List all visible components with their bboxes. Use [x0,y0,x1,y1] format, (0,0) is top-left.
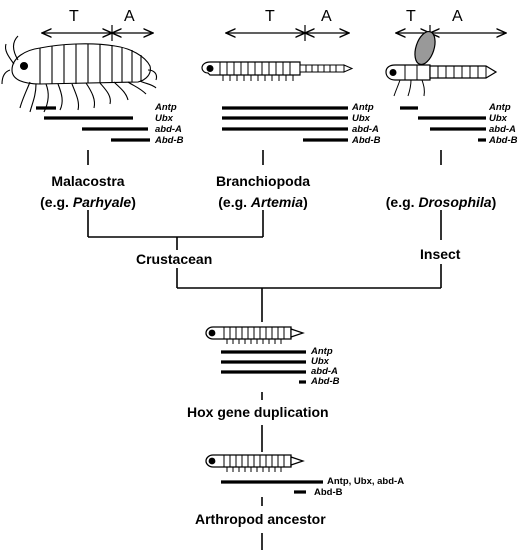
malaco-abdb-label: Abd-B [155,135,184,146]
branchio-thorax-label: T [265,8,275,25]
malacostraca-label: Malacostra (e.g. Parhyale) [18,171,158,213]
tree-lines [87,150,442,550]
ancestor-label: Arthropod ancestor [195,511,326,527]
malaco-abda-label: abd-A [155,124,182,135]
branchiopoda-name: Branchiopoda [215,173,311,189]
insect-example-label: (e.g. Drosophila) [366,192,516,213]
gene-bars [36,106,486,494]
duplication-larva-illustration [205,326,304,345]
branchiopoda-label: Branchiopoda (e.g. Artemia) [193,171,333,213]
malacostraca-name: Malacostra [51,173,125,189]
insect-example: (e.g. Drosophila) [385,194,497,210]
insect-thorax-label: T [406,8,416,25]
dup-antp-label: Antp [311,346,333,357]
branchio-antp-label: Antp [352,102,374,113]
dup-abdb-label: Abd-B [311,376,340,387]
malaco-thorax-label: T [69,8,79,25]
artemia-illustration [201,61,354,81]
insect-label: Insect [420,246,461,262]
dup-abda-label: abd-A [311,366,338,377]
branchio-abdb-label: Abd-B [352,135,381,146]
amphipod-illustration [1,35,158,113]
branchio-abdomen-label: A [321,8,332,25]
branchio-ubx-label: Ubx [352,113,370,124]
insect-abda-label: abd-A [489,124,516,135]
malaco-ubx-label: Ubx [155,113,173,124]
insect-abdomen-label: A [452,8,463,25]
dup-ubx-label: Ubx [311,356,329,367]
insect-abdb-label: Abd-B [489,135,518,146]
insect-antp-label: Antp [489,102,511,113]
ancestor-merged-label: Antp, Ubx, abd-A [327,476,405,487]
insect-ubx-label: Ubx [489,113,507,124]
malaco-abdomen-label: A [124,8,135,25]
ancestor-larva-illustration [205,454,304,473]
crustacean-label: Crustacean [136,251,213,267]
ancestor-abdb-label: Abd-B [314,487,343,498]
drosophila-illustration [385,30,498,97]
branchiopoda-example: (e.g. Artemia) [218,194,308,210]
duplication-label: Hox gene duplication [187,404,329,420]
region-arrows [42,25,506,41]
malacostraca-example: (e.g. Parhyale) [40,194,136,210]
malaco-antp-label: Antp [155,102,177,113]
branchio-abda-label: abd-A [352,124,379,135]
